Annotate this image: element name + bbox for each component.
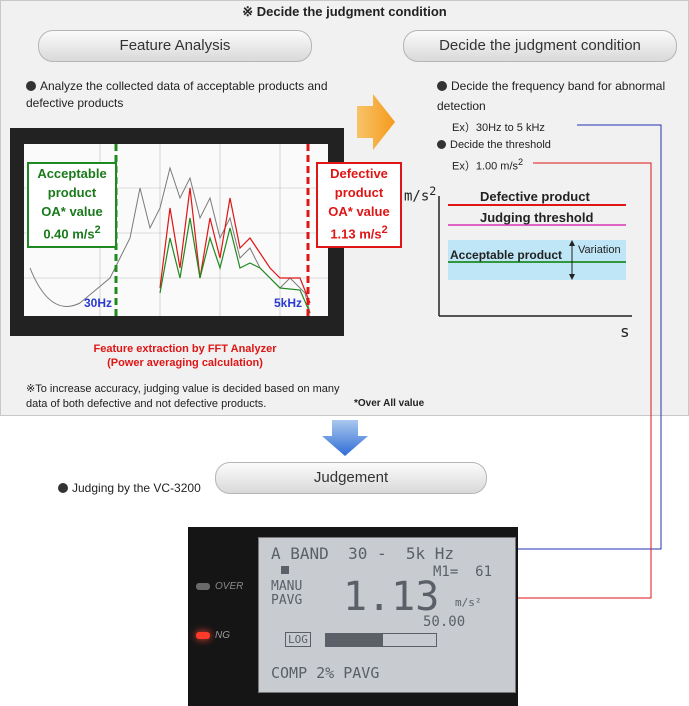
graph-defective-label: Defective product xyxy=(480,189,590,204)
ng-led xyxy=(196,632,210,639)
defective-value-text: 1.13 m/s xyxy=(330,226,382,242)
defective-value: 1.13 m/s2 xyxy=(318,221,400,243)
analyze-text: Analyze the collected data of acceptable… xyxy=(26,79,328,110)
lcd-m1: M1= 61 xyxy=(433,564,493,580)
lcd-mode: MANU PAVG xyxy=(271,580,302,608)
defective-line3: OA* value xyxy=(328,204,390,219)
threshold-text: Decide the threshold xyxy=(450,139,551,151)
defective-value-sup: 2 xyxy=(381,224,388,236)
analyze-bullet: Analyze the collected data of acceptable… xyxy=(26,78,346,112)
graph-variation-label: Variation xyxy=(578,244,621,256)
graph-acceptable-label: Acceptable product xyxy=(450,248,563,262)
judging-bullet: Judging by the VC-3200 xyxy=(58,480,278,497)
over-led xyxy=(196,583,210,590)
lcd-indicator xyxy=(281,566,289,574)
accuracy-note: ※To increase accuracy, judging value is … xyxy=(26,383,340,410)
threshold-example-text: Ex）1.00 m/s xyxy=(452,160,519,173)
freq-high-label: 5kHz xyxy=(274,296,303,310)
overall-footnote: *Over All value xyxy=(354,398,425,409)
right-arrow-icon xyxy=(357,94,395,150)
lcd-band-line: A BAND 30 - 5k Hz xyxy=(271,544,455,563)
fft-caption-line2: (Power averaging calculation) xyxy=(107,357,263,369)
bullet-dot xyxy=(437,140,446,149)
acceptable-value: 0.40 m/s2 xyxy=(29,221,115,243)
lcd-big-value: 1.13 xyxy=(343,574,440,620)
feature-analysis-header: Feature Analysis xyxy=(38,30,312,62)
acceptable-oa-box: Acceptable product OA* value 0.40 m/s2 xyxy=(27,162,117,248)
fft-caption: Feature extraction by FFT Analyzer (Powe… xyxy=(40,342,330,370)
threshold-example-sup: 2 xyxy=(518,157,524,167)
bullet-dot xyxy=(58,483,68,493)
page-title: ※ Decide the judgment condition xyxy=(242,4,447,19)
fft-caption-line1: Feature extraction by FFT Analyzer xyxy=(93,343,277,355)
graph-ylabel-sup: 2 xyxy=(429,184,437,198)
ng-label: NG xyxy=(215,630,230,641)
defective-line1: Defective xyxy=(330,166,388,181)
vc3200-lcd: A BAND 30 - 5k Hz M1= 61 MANU PAVG 1.13 … xyxy=(258,537,516,693)
defective-line2: product xyxy=(334,185,384,200)
acceptable-line1: Acceptable xyxy=(37,166,107,181)
down-arrow-icon xyxy=(322,420,368,456)
threshold-example: Ex）1.00 m/s2 xyxy=(452,157,523,174)
freq-low-label: 30Hz xyxy=(84,296,113,310)
defective-oa-box: Defective product OA* value 1.13 m/s2 xyxy=(316,162,402,248)
lcd-level-bar xyxy=(325,633,437,647)
acceptable-line2: product xyxy=(47,185,97,200)
lcd-log: LOG xyxy=(285,632,311,647)
judgement-header: Judgement xyxy=(215,462,487,494)
acceptable-line3: OA* value xyxy=(41,204,103,219)
graph-threshold-label: Judging threshold xyxy=(480,210,594,225)
bullet-dot xyxy=(26,81,36,91)
graph-ylabel-text: m/s xyxy=(404,188,430,205)
lcd-bottom-line: COMP 2% PAVG xyxy=(271,664,380,682)
acceptable-value-sup: 2 xyxy=(94,224,101,236)
lcd-unit: m/s² xyxy=(455,596,482,609)
acceptable-value-text: 0.40 m/s xyxy=(43,226,95,242)
freq-band-text: Decide the frequency band for abnormal d… xyxy=(437,79,666,113)
bullet-dot xyxy=(437,81,447,91)
lcd-level-fill xyxy=(326,634,384,646)
graph-ylabel: m/s2 xyxy=(404,184,436,205)
threshold-bullet: Decide the threshold xyxy=(437,136,677,154)
graph-xlabel: s xyxy=(620,322,630,341)
lcd-sub-value: 50.00 xyxy=(423,614,466,630)
judgment-condition-header: Decide the judgment condition xyxy=(403,30,677,62)
freq-band-example: Ex）30Hz to 5 kHz xyxy=(452,122,545,134)
judging-text: Judging by the VC-3200 xyxy=(72,481,201,495)
freq-band-bullet: Decide the frequency band for abnormal d… xyxy=(437,76,677,116)
over-label: OVER xyxy=(215,581,244,592)
lcd-manu: MANU xyxy=(271,579,303,594)
lcd-pavg: PAVG xyxy=(271,593,303,608)
